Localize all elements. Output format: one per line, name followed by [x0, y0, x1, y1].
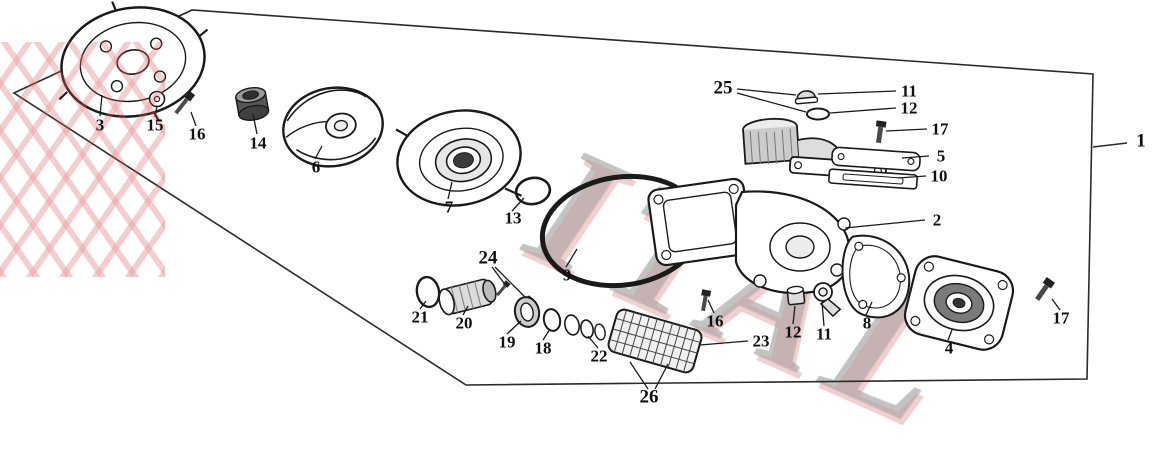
- part-11-cap: [794, 90, 819, 105]
- part-label-6: 6: [311, 157, 321, 177]
- part-label-19: 19: [498, 332, 516, 352]
- part-3-fan-cover: [58, 1, 209, 121]
- part-label-2: 2: [932, 210, 942, 230]
- part-label-3: 3: [95, 115, 105, 135]
- part-label-13: 13: [504, 208, 522, 228]
- part-label-21: 21: [411, 307, 429, 327]
- part-16-bolt-2: [701, 289, 712, 312]
- part-19-ring: [513, 296, 541, 328]
- part-17-bolt: [875, 120, 887, 144]
- part-14-seal: [235, 87, 270, 121]
- part-label-17-2: 17: [1052, 308, 1070, 328]
- part-label-12: 12: [900, 98, 918, 118]
- part-label-15: 15: [146, 115, 164, 135]
- part-label-11: 11: [900, 81, 918, 101]
- part-5-gasket: [831, 146, 921, 172]
- part-8-gasket: [841, 234, 911, 319]
- part-label-24: 24: [478, 247, 498, 269]
- part-15-washer: [148, 90, 166, 108]
- part-label-11-2: 11: [815, 324, 833, 344]
- part-label-10: 10: [930, 166, 948, 186]
- part-label-25: 25: [713, 77, 733, 99]
- diagram-canvas: [12, 1, 1128, 390]
- part-label-4: 4: [944, 338, 954, 358]
- part-label-22: 22: [590, 346, 608, 366]
- part-16-bolt: [174, 90, 196, 115]
- part-18-oring: [542, 308, 562, 332]
- part-label-16-2: 16: [706, 311, 724, 331]
- part-label-9: 9: [562, 265, 572, 285]
- part-label-14: 14: [249, 133, 267, 153]
- part-7-volute-casing: [395, 109, 522, 207]
- part-label-20: 20: [455, 313, 473, 333]
- part-4-end-cover: [903, 255, 1015, 351]
- part-label-26: 26: [639, 386, 659, 408]
- part-6-impeller: [282, 86, 384, 168]
- part-23-strainer: [607, 308, 703, 374]
- part-17-bolt-2: [1035, 277, 1055, 301]
- part-label-16: 16: [188, 124, 206, 144]
- part-12-oring: [806, 107, 830, 121]
- part-21-oring: [415, 275, 441, 309]
- part-label-8: 8: [862, 313, 872, 333]
- exploded-parts-diagram: ITAL: [0, 1, 1146, 467]
- part-13-oring: [514, 176, 552, 206]
- part-label-17: 17: [931, 119, 949, 139]
- part-label-18: 18: [534, 338, 552, 358]
- part-11-fitting: [813, 282, 842, 318]
- part-labels: 3 15 16 14 6 7 13 9 25 11 12 17 5 10 2 2…: [95, 77, 1146, 408]
- part-12-spacer: [786, 285, 806, 306]
- part-label-5: 5: [936, 146, 946, 166]
- part-label-1: 1: [1136, 130, 1146, 152]
- part-20-connector: [438, 278, 497, 316]
- part-label-23: 23: [752, 331, 770, 351]
- leader-line-part-1: [1092, 142, 1128, 148]
- part-label-12-2: 12: [784, 322, 802, 342]
- part-2-pump-body: [647, 177, 851, 295]
- leader-lines: [99, 88, 1061, 390]
- part-10-plate: [828, 168, 918, 190]
- part-label-7: 7: [444, 197, 454, 217]
